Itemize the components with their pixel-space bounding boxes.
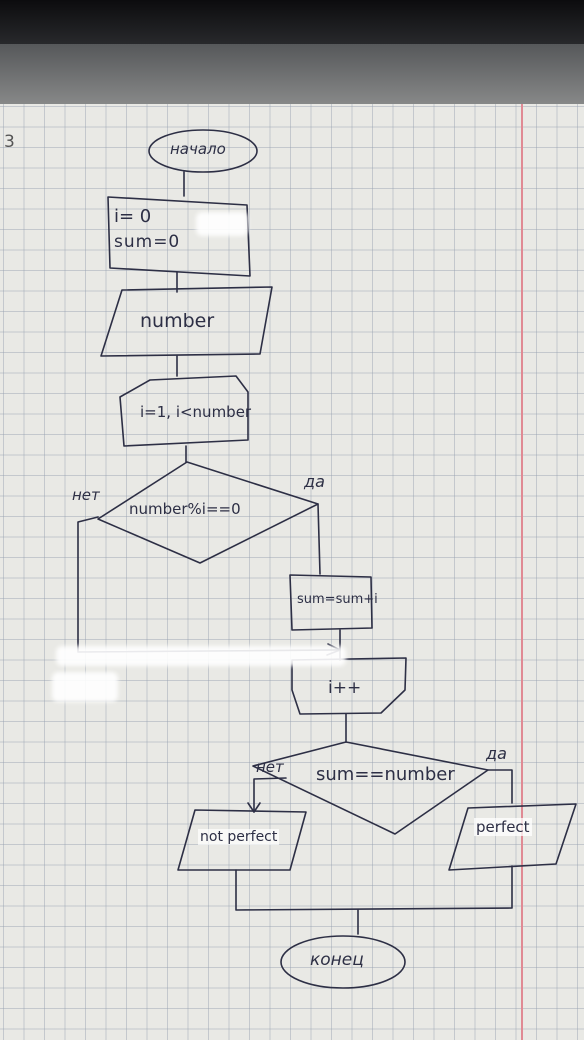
- condition1-label: number%i==0: [129, 500, 241, 518]
- notebook-page: [0, 104, 584, 1040]
- perfect-output: [448, 803, 577, 871]
- init-process-box: [107, 196, 251, 277]
- init-line2: sum=0: [114, 232, 181, 252]
- cond2-yes-line: [487, 769, 513, 804]
- perfect-label: perfect: [474, 818, 532, 836]
- cond1-no-label: нет: [72, 486, 100, 504]
- cond1-yes-line: [317, 503, 321, 575]
- input-label: number: [140, 310, 215, 332]
- merge-line: [235, 865, 513, 911]
- not-perfect-label: not perfect: [198, 829, 280, 845]
- start-terminal: [148, 129, 258, 173]
- init-line1: i= 0: [114, 206, 152, 227]
- increment-box: [291, 657, 407, 715]
- cond1-no-line: [77, 516, 341, 653]
- blurred-mark: [52, 672, 118, 702]
- end-label: конец: [310, 950, 364, 970]
- sum-process-box: [289, 574, 373, 631]
- not-perfect-output: [177, 809, 307, 871]
- increment-label: i++: [328, 678, 362, 698]
- photo-shadow-area: [0, 44, 584, 108]
- condition2-label: sum==number: [316, 764, 455, 785]
- cond2-no-line: [253, 777, 287, 813]
- condition2-diamond: [252, 741, 489, 835]
- margin-line: [521, 104, 523, 1040]
- input-parallelogram: [100, 286, 273, 357]
- cond2-yes-label: да: [486, 744, 507, 763]
- blurred-mark: [196, 212, 248, 236]
- end-terminal: [280, 935, 406, 989]
- arrow-head-2: [247, 802, 261, 813]
- cond1-yes-label: да: [304, 472, 325, 491]
- sum-label: sum=sum+i: [297, 592, 378, 607]
- page-number: 3: [4, 132, 15, 152]
- loop-label: i=1, i<number: [140, 403, 252, 421]
- photo-dark-background: [0, 0, 584, 48]
- start-label: начало: [170, 140, 226, 158]
- loop-box: [119, 375, 249, 447]
- blurred-mark: [56, 646, 346, 666]
- condition1-diamond: [97, 461, 319, 564]
- cond2-no-label: нет: [256, 758, 284, 776]
